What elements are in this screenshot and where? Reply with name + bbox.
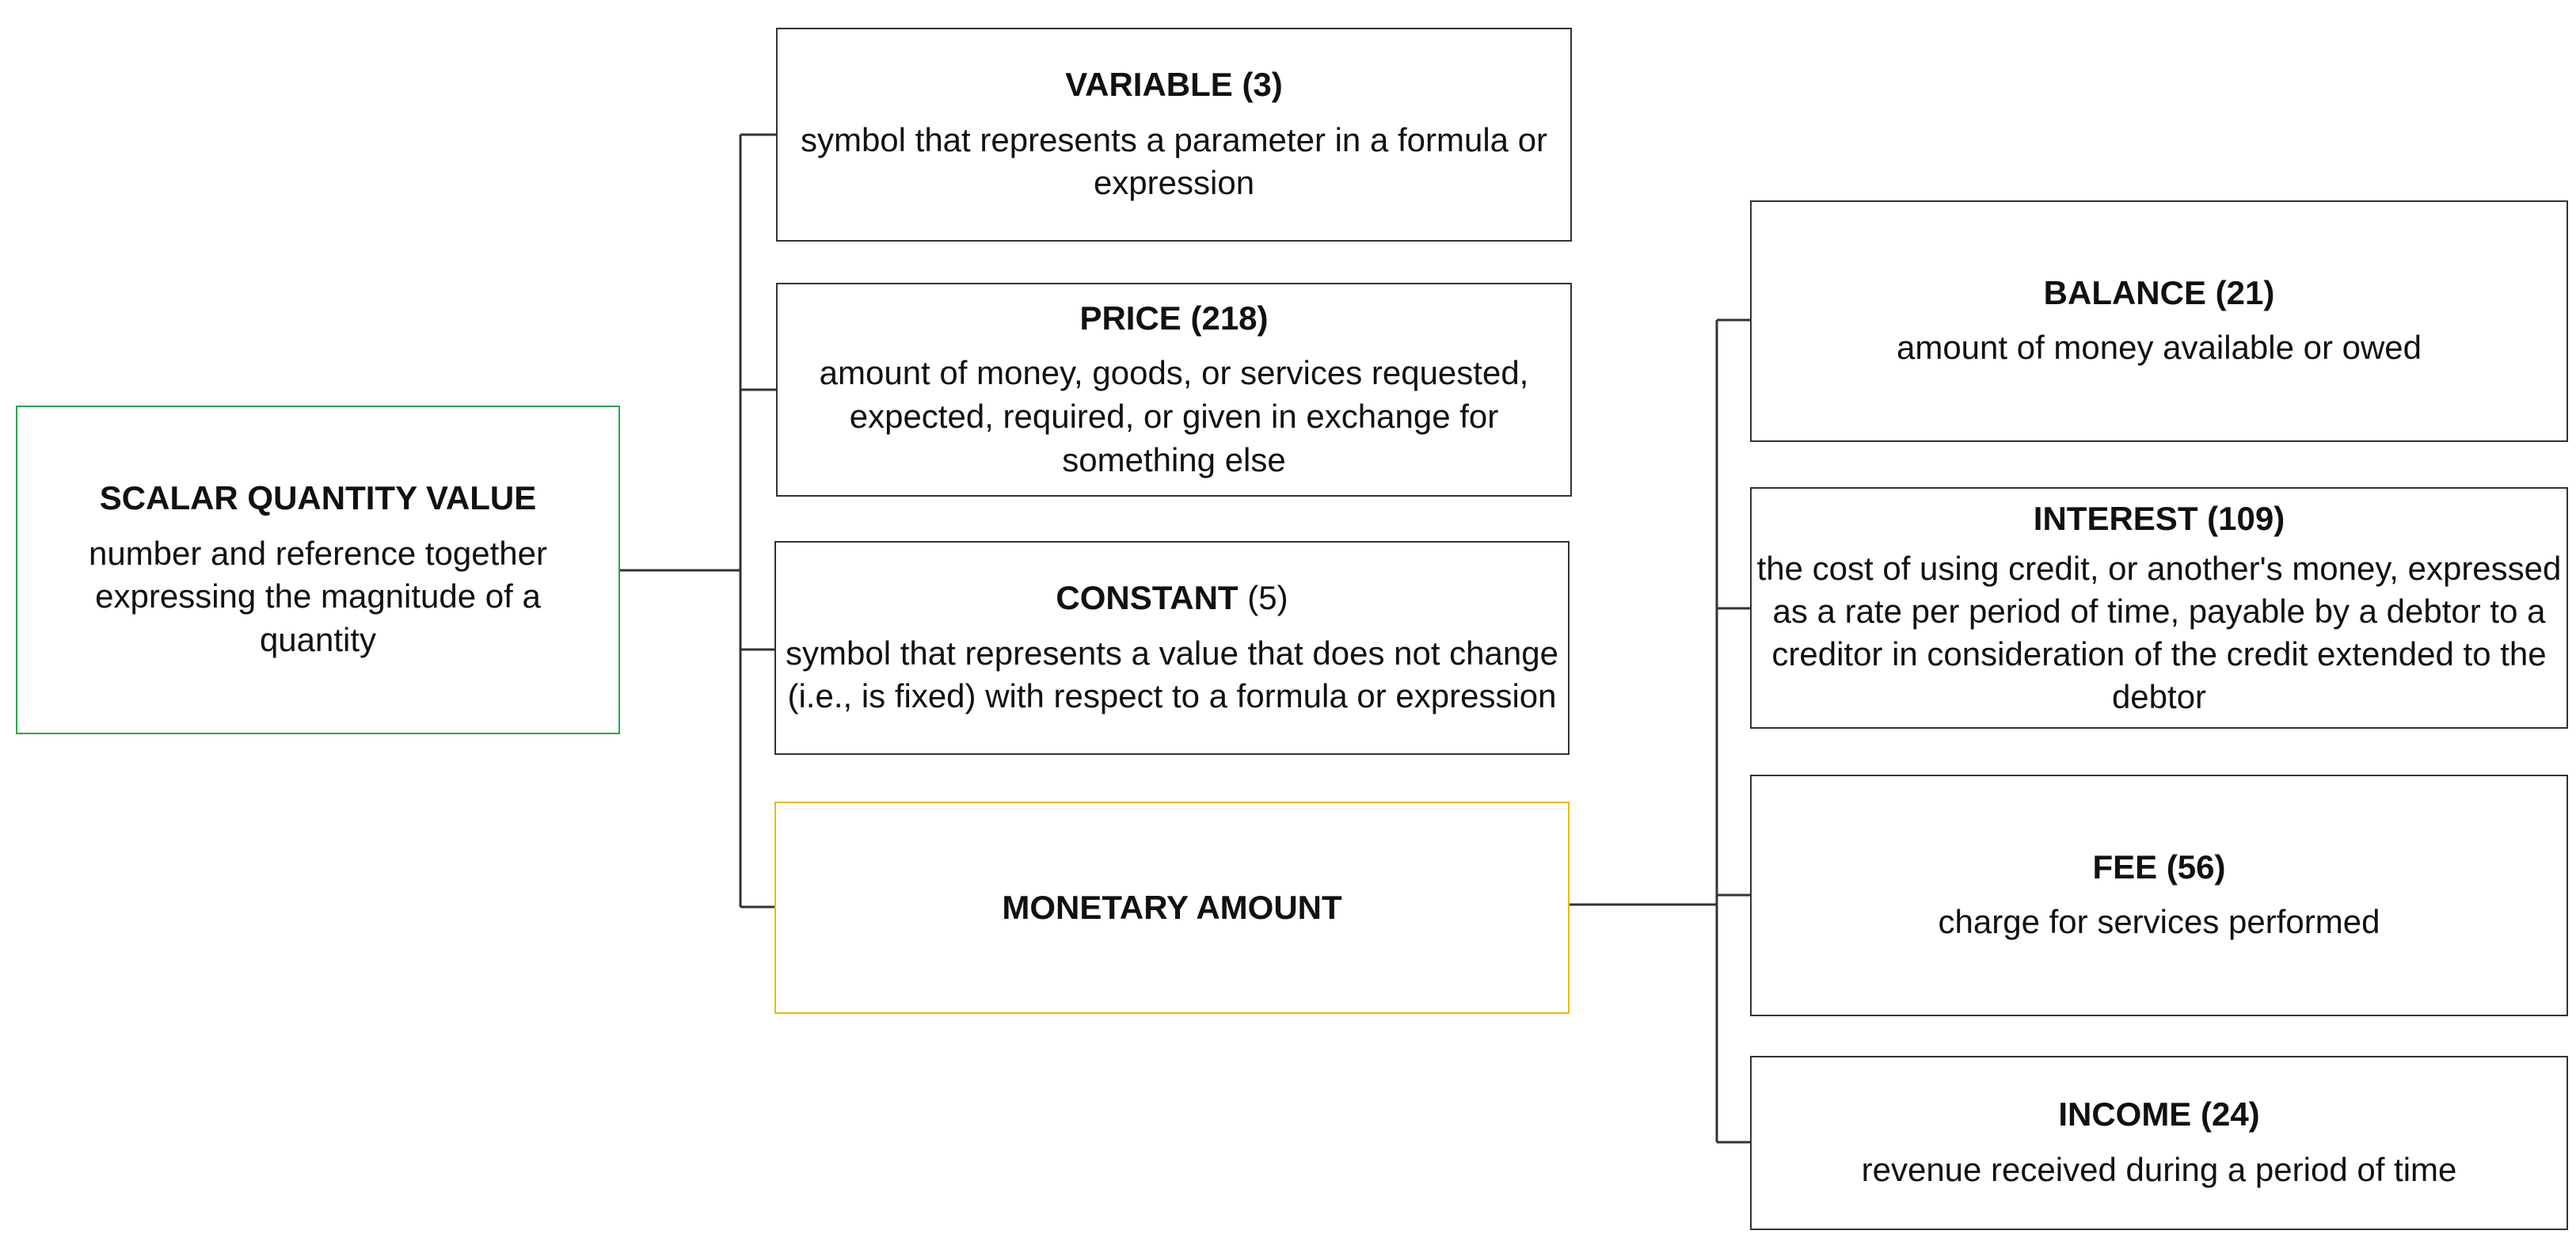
node-description: symbol that represents a value that does…	[786, 634, 1558, 715]
node-price: PRICE (218) amount of money, goods, or s…	[776, 283, 1572, 497]
node-balance: BALANCE (21) amount of money available o…	[1750, 200, 2568, 442]
node-title: PRICE (218)	[1079, 299, 1269, 337]
node-description: charge for services performed	[1938, 903, 2380, 941]
node-scalar-quantity-value: SCALAR QUANTITY VALUE number and referen…	[16, 406, 620, 734]
node-description: symbol that represents a parameter in a …	[800, 120, 1548, 202]
node-title: MONETARY AMOUNT	[1002, 888, 1342, 926]
node-description: amount of money available or owed	[1896, 329, 2422, 367]
node-description: amount of money, goods, or services requ…	[819, 354, 1529, 478]
node-title: VARIABLE (3)	[1065, 66, 1283, 104]
node-title-wrap: CONSTANT (5)	[1056, 577, 1288, 619]
node-title: CONSTANT	[1056, 579, 1239, 617]
node-title: INTEREST (109)	[2033, 499, 2285, 537]
node-title: BALANCE (21)	[2043, 273, 2275, 311]
node-fee: FEE (56) charge for services performed	[1750, 775, 2568, 1016]
node-interest: INTEREST (109) the cost of using credit,…	[1750, 487, 2568, 729]
node-income: INCOME (24) revenue received during a pe…	[1750, 1056, 2568, 1230]
node-description: revenue received during a period of time	[1861, 1150, 2457, 1188]
node-description: the cost of using credit, or another's m…	[1756, 550, 2562, 715]
node-description: number and reference together expressing…	[88, 534, 548, 659]
node-title: SCALAR QUANTITY VALUE	[99, 479, 537, 517]
node-title: FEE (56)	[2092, 848, 2226, 886]
node-code: (5)	[1238, 579, 1288, 617]
node-variable: VARIABLE (3) symbol that represents a pa…	[776, 28, 1572, 242]
node-title: INCOME (24)	[2058, 1095, 2260, 1133]
node-constant: CONSTANT (5) symbol that represents a va…	[774, 541, 1570, 755]
node-monetary-amount: MONETARY AMOUNT	[774, 802, 1570, 1014]
